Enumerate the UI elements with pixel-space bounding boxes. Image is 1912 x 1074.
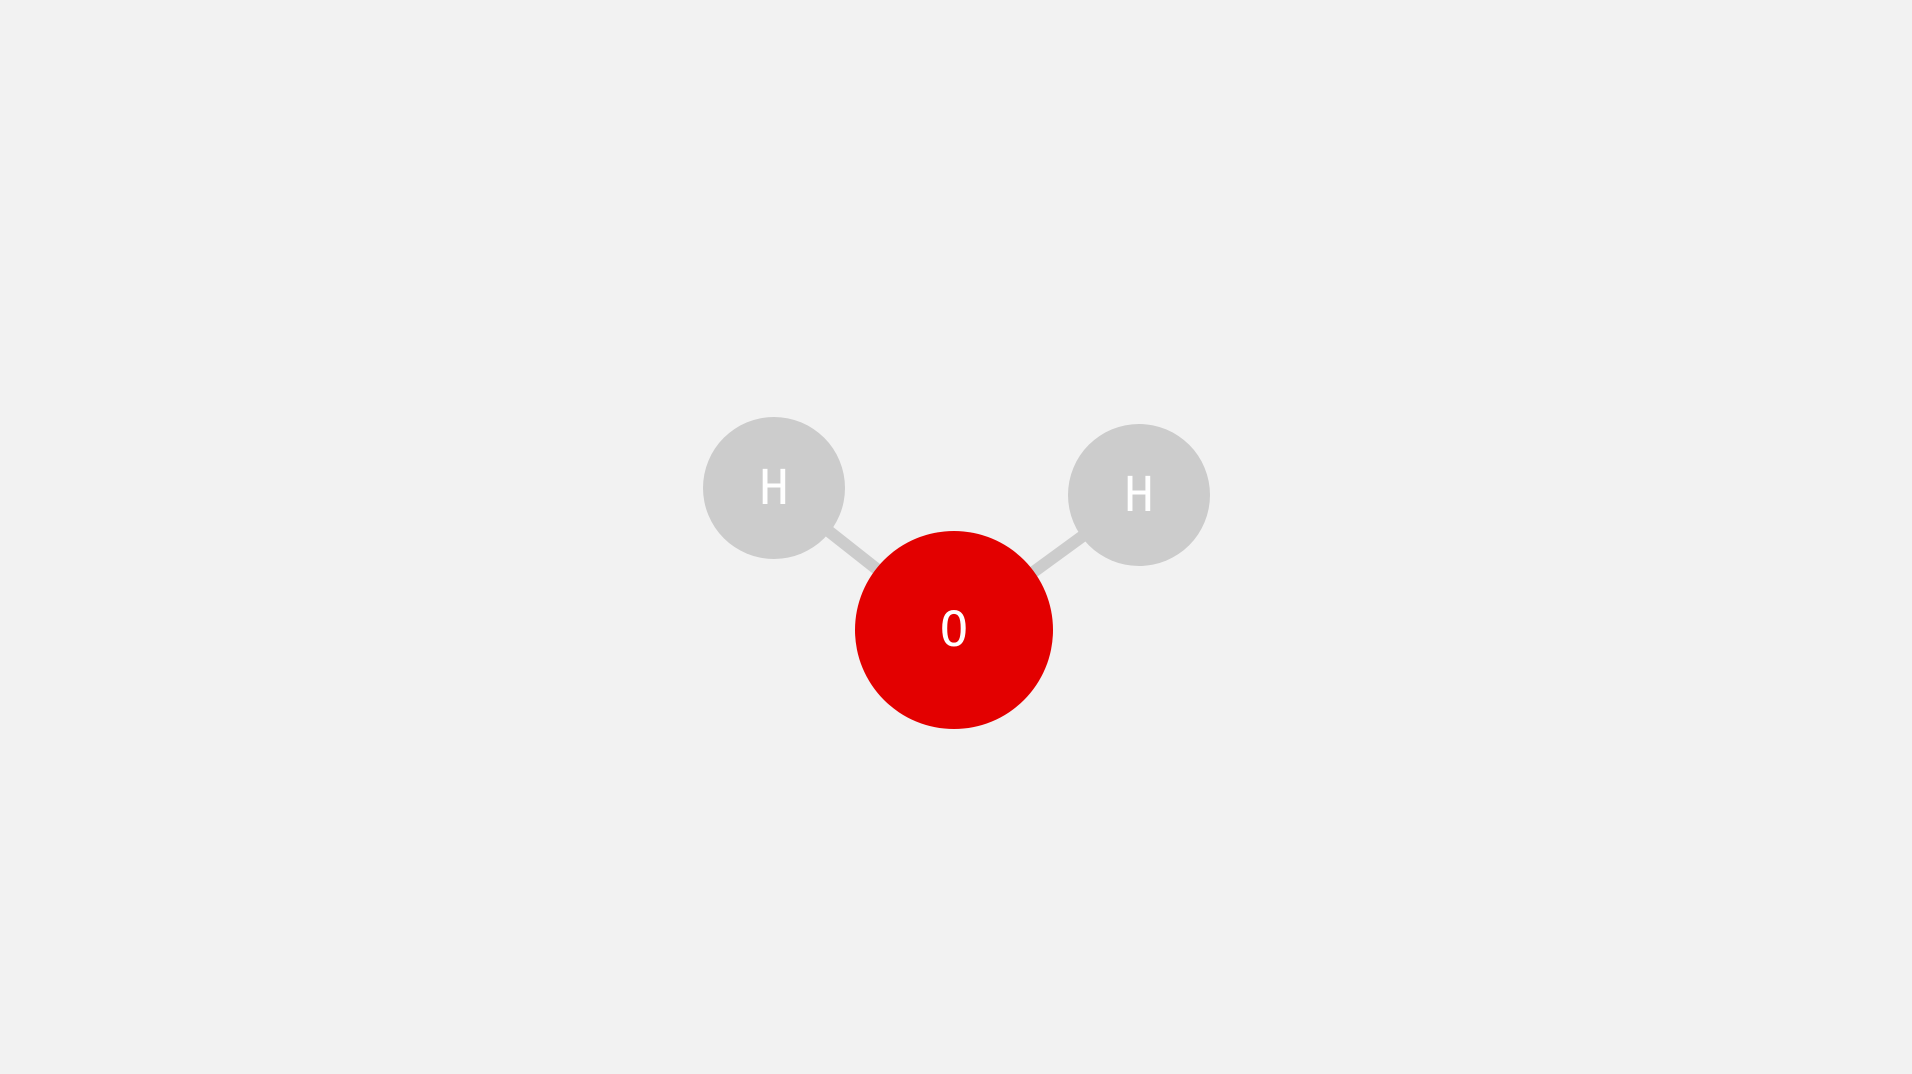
atom-circle-h1 <box>703 417 845 559</box>
atoms-layer: H O H <box>703 417 1210 729</box>
atom-circle-h2 <box>1068 424 1210 566</box>
atom-o: O <box>855 531 1053 729</box>
atom-h1: H <box>703 417 845 559</box>
atom-h2: H <box>1068 424 1210 566</box>
atom-label-o: O <box>940 602 969 658</box>
atom-circle-o <box>855 531 1053 729</box>
atom-label-h2: H <box>1125 467 1154 523</box>
atom-label-h1: H <box>760 460 789 516</box>
